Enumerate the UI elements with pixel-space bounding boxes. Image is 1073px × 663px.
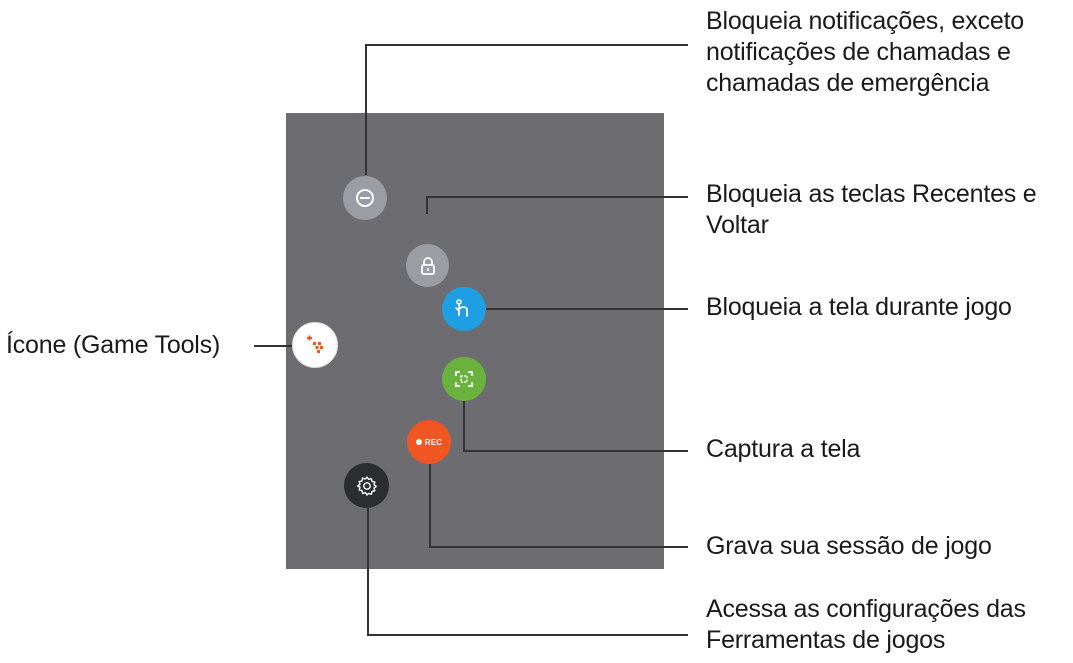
leader-line-settings-v (367, 508, 369, 635)
callout-lock-keys-line-2: Voltar (706, 211, 769, 239)
callout-lock-keys: Bloqueia as teclas Recentes e Voltar (706, 179, 1037, 241)
leader-line-record-v (429, 464, 431, 548)
leader-line-lock-keys-v (426, 196, 428, 214)
callout-block-notifications-line-2: notificações de chamadas e (706, 38, 1011, 66)
screenshot-button[interactable] (442, 357, 486, 401)
gear-icon (355, 474, 379, 498)
block-notifications-button[interactable] (343, 176, 387, 220)
callout-settings-line-2: Ferramentas de jogos (706, 626, 946, 654)
settings-button[interactable] (344, 463, 389, 508)
callout-lock-keys-line-1: Bloqueia as teclas Recentes e (706, 180, 1037, 208)
callout-block-notifications-line-3: chamadas de emergência (706, 69, 990, 97)
callout-record: Grava sua sessão de jogo (706, 532, 992, 560)
leader-line-notifications-h (365, 44, 688, 46)
record-icon (415, 439, 422, 445)
game-tools-icon (304, 334, 326, 356)
game-screen-panel (286, 113, 664, 569)
game-tools-button[interactable] (292, 322, 338, 368)
leader-line-lock-keys-h (426, 196, 688, 198)
leader-line-capture-v (463, 400, 465, 451)
callout-settings-line-1: Acessa as configurações das (706, 595, 1026, 623)
block-notifications-icon (355, 188, 375, 208)
leader-line-game-tools-h (254, 345, 292, 347)
callout-game-tools-icon: Ícone (Game Tools) (6, 331, 221, 359)
lock-keys-button[interactable] (406, 244, 449, 287)
callout-block-notifications-line-1: Bloqueia notificações, exceto (706, 7, 1025, 35)
record-button[interactable]: REC (407, 420, 451, 464)
leader-line-record-h (429, 546, 688, 548)
lock-icon (419, 256, 437, 276)
touch-lock-icon (452, 298, 476, 320)
callout-capture: Captura a tela (706, 435, 861, 463)
callout-lock-screen: Bloqueia a tela durante jogo (706, 293, 1012, 321)
callout-settings: Acessa as configurações das Ferramentas … (706, 594, 1026, 656)
record-label: REC (424, 437, 443, 447)
callout-block-notifications: Bloqueia notificações, exceto notificaçõ… (706, 6, 1024, 99)
leader-line-settings-h (367, 634, 688, 636)
leader-line-capture-h (463, 450, 688, 452)
touch-lock-button[interactable] (442, 287, 486, 331)
leader-line-notifications-v (365, 44, 367, 175)
screenshot-icon (454, 370, 474, 388)
leader-line-lock-screen-h (486, 308, 688, 310)
